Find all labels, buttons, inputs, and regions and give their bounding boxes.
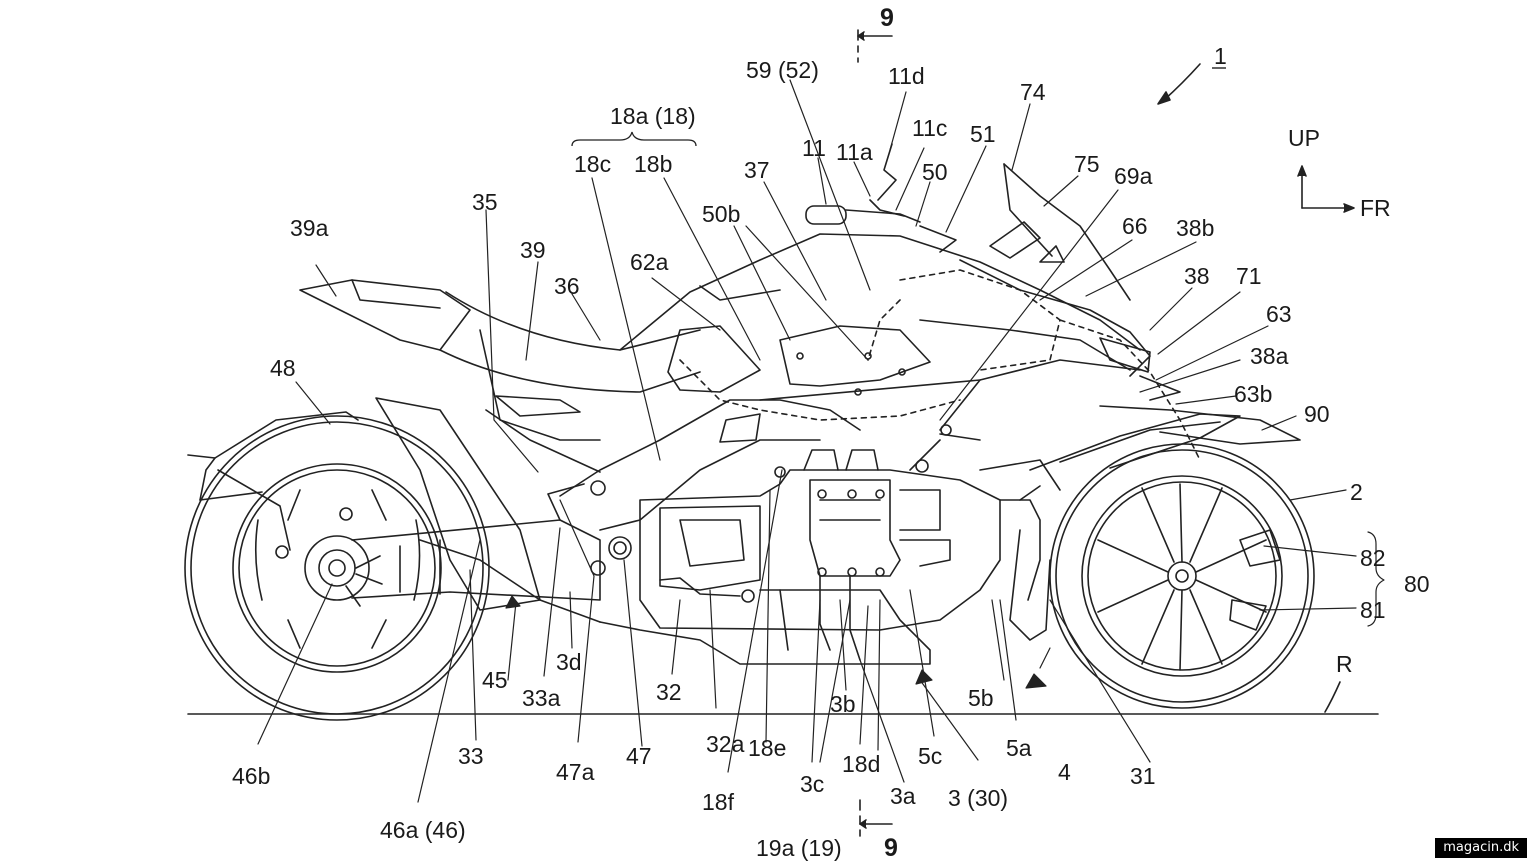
reference-label: 3d <box>556 649 582 675</box>
frame <box>559 379 981 576</box>
reference-label: 18f <box>702 789 735 815</box>
fuel-tank <box>619 233 1141 401</box>
reference-label: 3 (30) <box>948 785 1008 811</box>
reference-label: 3c <box>800 771 824 797</box>
reference-label: 18c <box>574 151 611 177</box>
reference-label: 35 <box>472 189 498 215</box>
reference-label: 46a (46) <box>380 817 466 843</box>
section-marker-bottom-label: 9 <box>884 834 898 862</box>
reference-label: 47 <box>626 743 652 769</box>
direction-indicator <box>1297 165 1355 213</box>
reference-label: 32 <box>656 679 682 705</box>
reference-label: 66 <box>1122 213 1148 239</box>
rear-fender <box>187 411 359 559</box>
reference-label: 81 <box>1360 597 1386 623</box>
reference-label: 5c <box>918 743 942 769</box>
section-marker-top-label: 9 <box>880 4 894 32</box>
section-marker-top <box>857 29 893 63</box>
reference-label: 63b <box>1234 381 1272 407</box>
road-label: R <box>1336 651 1353 677</box>
reference-label: 11a <box>836 139 873 165</box>
hidden-components <box>679 269 1201 461</box>
reference-label: 80 <box>1404 571 1430 597</box>
reference-label: 11c <box>912 115 947 141</box>
direction-forward-label: FR <box>1360 195 1391 221</box>
reference-label: 90 <box>1304 401 1330 427</box>
reference-label: 36 <box>554 273 580 299</box>
reference-label: 50 <box>922 159 948 185</box>
reference-label: 39a <box>290 215 329 241</box>
reference-label: 38b <box>1176 215 1214 241</box>
windscreen <box>989 163 1131 301</box>
reference-label: 51 <box>970 121 996 147</box>
swingarm <box>351 483 601 601</box>
figure-arrow <box>1157 63 1201 105</box>
exhaust <box>419 539 931 665</box>
reference-label: 18a (18) <box>610 103 696 129</box>
reference-label: 45 <box>482 667 508 693</box>
reference-label: 18e <box>748 735 786 761</box>
reference-label: 33a <box>522 685 561 711</box>
reference-label: 71 <box>1236 263 1262 289</box>
reference-label: 74 <box>1020 79 1046 105</box>
reference-label: 31 <box>1130 763 1156 789</box>
reference-label: 2 <box>1350 479 1363 505</box>
reference-label: 59 (52) <box>746 57 819 83</box>
reference-label: 38a <box>1250 343 1289 369</box>
direction-up-label: UP <box>1288 125 1320 151</box>
front-wheel <box>1049 443 1315 709</box>
reference-label: 69a <box>1114 163 1153 189</box>
reference-label: 47a <box>556 759 595 785</box>
reference-label: 32a <box>706 731 745 757</box>
reference-label: 19a (19) <box>756 835 842 861</box>
reference-label: 75 <box>1074 151 1100 177</box>
reference-label: 62a <box>630 249 669 275</box>
reference-label: 50b <box>702 201 740 227</box>
reference-label: 18b <box>634 151 672 177</box>
reference-label: 37 <box>744 157 770 183</box>
front-fairing <box>919 259 1301 471</box>
reference-label: 11 <box>802 135 826 161</box>
reference-label: 3b <box>830 691 856 717</box>
reference-label: 39 <box>520 237 546 263</box>
reference-label: 63 <box>1266 301 1292 327</box>
annotation-labels: 59 (52) 11d 11 11c 11a 51 50 74 75 69a 66 38b 18a (1… <box>232 57 1430 861</box>
reference-label: 11d <box>888 63 925 89</box>
watermark: magacin.dk <box>1435 838 1527 858</box>
reference-label: 18d <box>842 751 880 777</box>
figure-number: 1 <box>1214 43 1227 69</box>
leader-lines <box>257 79 1385 803</box>
rear-wheel <box>184 415 490 721</box>
front-suspension <box>979 459 1061 641</box>
reference-label: 46b <box>232 763 270 789</box>
reference-label: 48 <box>270 355 296 381</box>
reference-label: 38 <box>1184 263 1210 289</box>
reference-label: 3a <box>890 783 916 809</box>
reference-label: 5a <box>1006 735 1032 761</box>
section-marker-bottom <box>859 799 893 837</box>
reference-label: 33 <box>458 743 484 769</box>
seat <box>299 279 701 473</box>
handlebar <box>805 143 957 253</box>
reference-label: 5b <box>968 685 994 711</box>
engine <box>639 449 1001 631</box>
road-leader <box>1324 681 1341 713</box>
reference-label: 4 <box>1058 759 1071 785</box>
reference-label: 82 <box>1360 545 1386 571</box>
brace-18a <box>571 131 697 147</box>
